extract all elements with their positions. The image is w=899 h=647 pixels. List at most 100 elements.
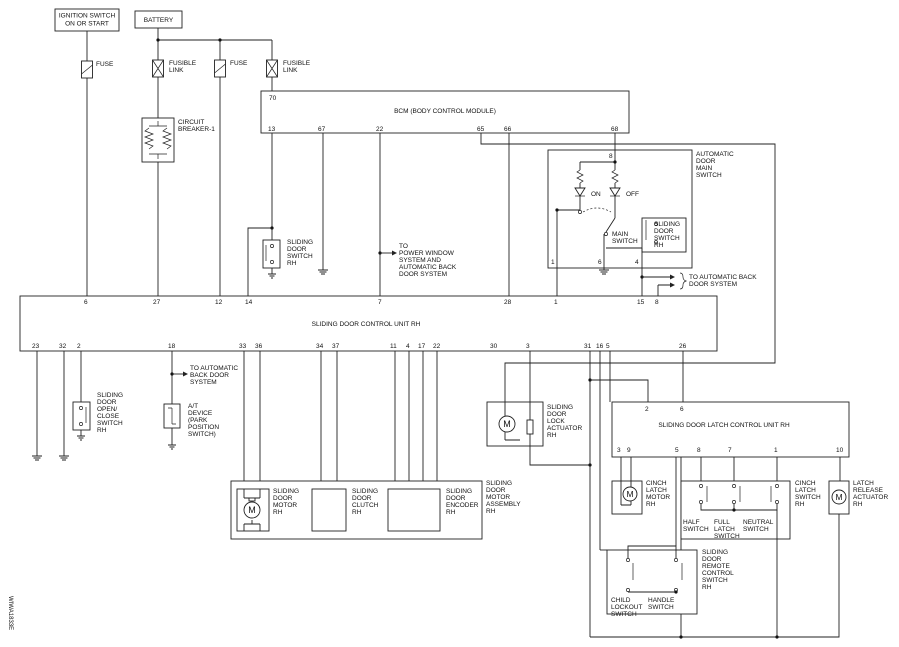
svg-text:DEVICE: DEVICE	[188, 410, 213, 417]
svg-text:LINK: LINK	[169, 67, 184, 74]
svg-text:3: 3	[617, 447, 621, 454]
svg-text:LOCK: LOCK	[547, 418, 565, 425]
svg-text:33: 33	[239, 343, 247, 350]
svg-text:BCM (BODY CONTROL MODULE): BCM (BODY CONTROL MODULE)	[394, 108, 496, 115]
svg-text:70: 70	[269, 95, 277, 102]
svg-text:LATCH: LATCH	[795, 487, 816, 494]
svg-text:RH: RH	[646, 501, 656, 508]
svg-text:SLIDING: SLIDING	[547, 404, 573, 411]
svg-text:32: 32	[59, 343, 67, 350]
svg-text:SWITCH: SWITCH	[714, 533, 740, 540]
svg-text:MOTOR: MOTOR	[646, 494, 670, 501]
svg-text:RH: RH	[547, 432, 557, 439]
to-power-window-note: TO POWER WINDOW SYSTEM AND AUTOMATIC BAC…	[399, 243, 457, 278]
svg-text:IGNITION SWITCH: IGNITION SWITCH	[59, 13, 116, 20]
svg-text:SLIDING: SLIDING	[654, 221, 680, 228]
svg-text:(PARK: (PARK	[188, 417, 208, 424]
svg-text:SLIDING DOOR CONTROL UNIT RH: SLIDING DOOR CONTROL UNIT RH	[312, 321, 421, 328]
ignition-switch: IGNITION SWITCH ON OR START	[54, 8, 120, 32]
svg-text:34: 34	[316, 343, 324, 350]
svg-text:RELEASE: RELEASE	[853, 487, 884, 494]
svg-text:SLIDING: SLIDING	[486, 480, 512, 487]
cinch-latch-switch: HALF SWITCH FULL LATCH SWITCH NEUTRAL SW…	[680, 480, 821, 637]
svg-text:14: 14	[245, 299, 253, 306]
svg-text:13: 13	[268, 126, 276, 133]
door-motor: M SLIDING DOOR MOTOR RH	[236, 488, 299, 532]
svg-text:37: 37	[332, 343, 340, 350]
svg-text:68: 68	[611, 126, 619, 133]
svg-text:FUSE: FUSE	[230, 60, 248, 67]
svg-text:RH: RH	[654, 242, 664, 249]
svg-text:SLIDING: SLIDING	[446, 488, 472, 495]
svg-text:SWITCH: SWITCH	[611, 611, 637, 618]
svg-text:17: 17	[418, 343, 426, 350]
svg-text:BACK DOOR: BACK DOOR	[190, 372, 229, 379]
automatic-door-main-switch: 8 1 6 4 ON OFF MAIN SWITCH SLIDING DOOR …	[547, 149, 693, 296]
svg-text:1: 1	[554, 299, 558, 306]
svg-text:RH: RH	[352, 509, 362, 516]
svg-text:HANDLE: HANDLE	[648, 597, 675, 604]
svg-text:M: M	[503, 419, 511, 429]
sliding-door-switch-rh-left: SLIDING DOOR SWITCH RH	[262, 228, 313, 279]
svg-text:67: 67	[318, 126, 326, 133]
fusible-link-right: FUSIBLE LINK	[266, 59, 311, 91]
svg-text:SWITCH: SWITCH	[612, 238, 638, 245]
svg-text:ACTUATOR: ACTUATOR	[547, 425, 582, 432]
svg-text:5: 5	[675, 447, 679, 454]
svg-text:7: 7	[378, 299, 382, 306]
svg-text:CIRCUIT: CIRCUIT	[178, 119, 204, 126]
svg-text:RH: RH	[795, 501, 805, 508]
lock-actuator: M SLIDING DOOR LOCK ACTUATOR RH	[486, 401, 590, 466]
svg-text:RH: RH	[287, 260, 297, 267]
latch-release-actuator: M LATCH RELEASE ACTUATOR RH	[590, 480, 888, 638]
svg-text:BATTERY: BATTERY	[144, 17, 174, 24]
svg-text:SWITCH: SWITCH	[287, 253, 313, 260]
svg-text:18: 18	[168, 343, 176, 350]
sliding-door-control-unit: SLIDING DOOR CONTROL UNIT RH 6 27 12 14 …	[19, 295, 718, 352]
svg-text:31: 31	[584, 343, 592, 350]
svg-text:AUTOMATIC BACK: AUTOMATIC BACK	[399, 264, 457, 271]
svg-text:DOOR: DOOR	[352, 495, 372, 502]
svg-text:BREAKER-1: BREAKER-1	[178, 126, 215, 133]
svg-text:15: 15	[637, 299, 645, 306]
svg-text:DOOR: DOOR	[287, 246, 307, 253]
svg-text:DOOR: DOOR	[702, 556, 722, 563]
svg-text:LATCH: LATCH	[853, 480, 874, 487]
svg-text:DOOR: DOOR	[654, 228, 674, 235]
svg-text:66: 66	[504, 126, 512, 133]
svg-text:HALF: HALF	[683, 519, 700, 526]
svg-text:11: 11	[390, 343, 397, 350]
svg-text:2: 2	[77, 343, 81, 350]
svg-text:FULL: FULL	[714, 519, 730, 526]
svg-text:SLIDING: SLIDING	[273, 488, 299, 495]
svg-text:ASSEMBLY: ASSEMBLY	[486, 501, 521, 508]
svg-text:RH: RH	[273, 509, 283, 516]
svg-text:RH: RH	[446, 509, 456, 516]
svg-text:ENCODER: ENCODER	[446, 502, 479, 509]
fuse-battery: FUSE	[214, 59, 248, 296]
svg-text:22: 22	[376, 126, 384, 133]
cinch-latch-motor: M CINCH LATCH MOTOR RH	[611, 480, 670, 515]
svg-text:DOOR: DOOR	[273, 495, 293, 502]
svg-text:RH: RH	[853, 501, 863, 508]
latch-control-unit: SLIDING DOOR LATCH CONTROL UNIT RH 2 6 3…	[611, 401, 850, 458]
svg-text:12: 12	[215, 299, 223, 306]
svg-text:TO AUTOMATIC BACK: TO AUTOMATIC BACK	[689, 274, 757, 281]
svg-text:2: 2	[645, 406, 649, 413]
svg-text:M: M	[248, 505, 256, 515]
svg-text:REMOTE: REMOTE	[702, 563, 730, 570]
svg-text:CONTROL: CONTROL	[702, 570, 734, 577]
svg-text:FUSIBLE: FUSIBLE	[283, 60, 311, 67]
svg-text:6: 6	[680, 406, 684, 413]
svg-text:DOOR: DOOR	[486, 487, 506, 494]
svg-text:30: 30	[490, 343, 498, 350]
svg-text:CHILD: CHILD	[611, 597, 631, 604]
fusible-link-left: FUSIBLE LINK	[152, 59, 197, 118]
svg-text:SWITCH: SWITCH	[795, 494, 821, 501]
circuit-breaker: CIRCUIT BREAKER-1	[141, 117, 215, 296]
svg-text:CINCH: CINCH	[646, 480, 667, 487]
svg-text:LINK: LINK	[283, 67, 298, 74]
svg-text:CLUTCH: CLUTCH	[352, 502, 379, 509]
svg-text:CINCH: CINCH	[795, 480, 816, 487]
